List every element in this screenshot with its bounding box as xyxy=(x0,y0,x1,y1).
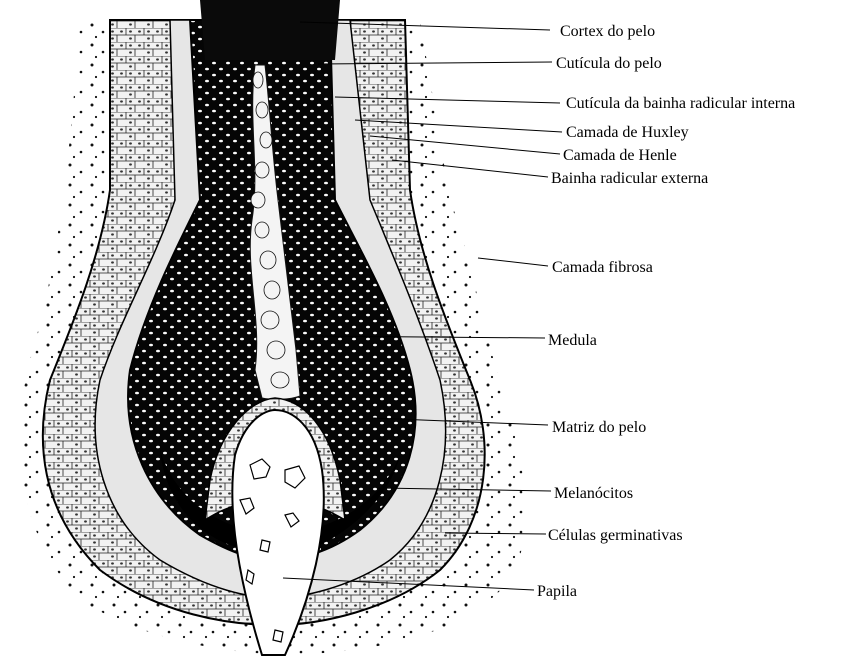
label-matriz: Matriz do pelo xyxy=(552,419,646,436)
label-fibrosa: Camada fibrosa xyxy=(552,259,653,276)
label-cuticula-bainha: Cutícula da bainha radicular interna xyxy=(566,95,795,112)
label-cortex: Cortex do pelo xyxy=(560,23,655,40)
label-medula: Medula xyxy=(548,332,597,349)
label-melanocitos: Melanócitos xyxy=(554,485,633,502)
label-germinativas: Células germinativas xyxy=(548,527,683,544)
label-henle: Camada de Henle xyxy=(563,147,677,164)
label-papila: Papila xyxy=(537,583,577,600)
label-bainha-externa: Bainha radicular externa xyxy=(551,170,708,187)
hair-shaft-top xyxy=(200,0,340,60)
label-huxley: Camada de Huxley xyxy=(566,124,689,141)
label-cuticula-pelo: Cutícula do pelo xyxy=(556,55,662,72)
